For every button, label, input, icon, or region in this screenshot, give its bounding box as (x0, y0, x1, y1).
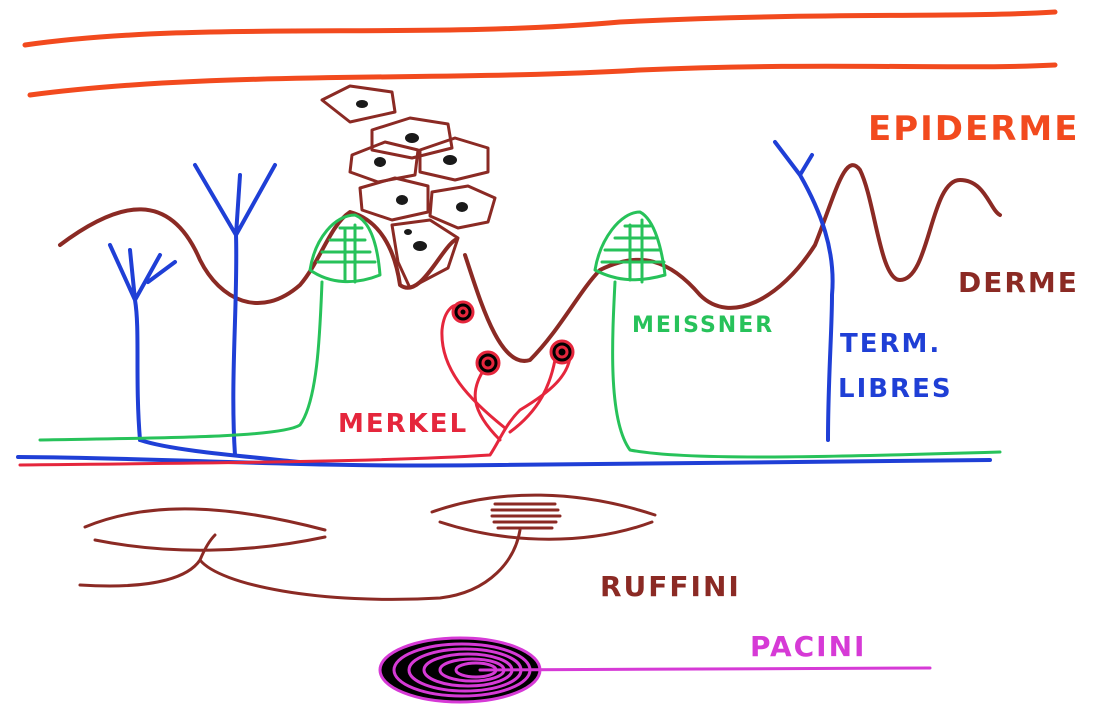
nucleus (396, 195, 408, 205)
ruffini-coil (492, 504, 560, 528)
label-merkel: MERKEL (338, 409, 468, 439)
nucleus (413, 241, 427, 251)
nucleus (456, 202, 468, 212)
merkel-disc-inner (459, 308, 467, 316)
meissner-fiber-right (613, 282, 1000, 457)
merkel-disc-inner (483, 358, 493, 368)
cell (360, 178, 428, 220)
nucleus (374, 157, 386, 167)
merkel-fiber-branch-3 (510, 360, 555, 432)
nucleus (443, 155, 457, 165)
ruffini-capsule-left (85, 509, 325, 550)
epidermis-second-line (30, 65, 1055, 95)
free-ending-tree-center (195, 165, 275, 455)
epidermal-cell-cluster (322, 86, 495, 288)
pacini-fiber (480, 668, 930, 670)
label-ruffini: RUFFINI (600, 570, 741, 603)
meissner-fiber-left (40, 282, 322, 440)
free-ending-tree-left (110, 245, 175, 440)
label-free-endings-line1: TERM. (840, 329, 941, 359)
nucleus (356, 100, 368, 108)
label-epidermis: EPIDERME (868, 109, 1079, 149)
epidermis-top-line (25, 12, 1055, 45)
nucleus (404, 229, 412, 235)
label-pacini: PACINI (750, 630, 866, 663)
free-ending-tree-right (775, 142, 833, 440)
nucleus (405, 133, 419, 143)
meissner-lamellae-left (318, 225, 375, 282)
label-free-endings-line2: LIBRES (838, 374, 953, 404)
label-dermis: DERME (958, 266, 1079, 299)
ruffini-endings (80, 495, 655, 599)
merkel-disc-inner (557, 347, 567, 357)
free-nerve-endings (18, 142, 990, 466)
label-meissner: MEISSNER (632, 313, 774, 338)
